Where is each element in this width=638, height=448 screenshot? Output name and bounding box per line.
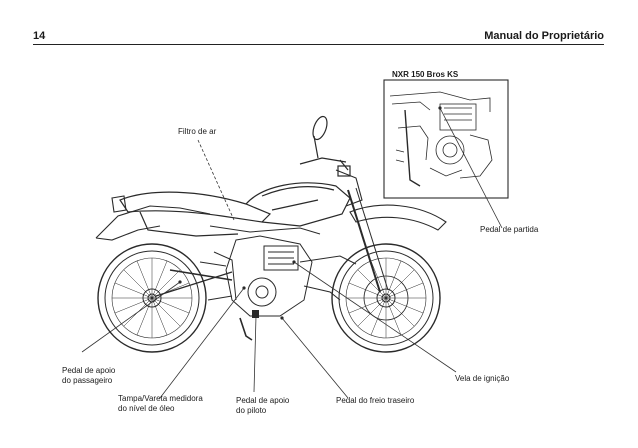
seat <box>119 191 272 237</box>
front-wheel <box>331 243 441 353</box>
rear-wheel <box>97 243 207 353</box>
leader-rear-brake <box>281 317 349 399</box>
leader-oil-dipstick <box>159 287 245 399</box>
inset-title: NXR 150 Bros KS <box>392 70 459 79</box>
front-fender <box>335 169 447 231</box>
fuel-tank <box>245 182 351 227</box>
engine-frame <box>155 225 357 341</box>
leader-spark-plug <box>293 261 457 373</box>
handlebar-fork <box>299 115 389 293</box>
inset-frame <box>383 79 509 199</box>
page-number: 14 <box>33 30 46 42</box>
leader-rider-footrest <box>253 315 257 393</box>
label-air-filter: Filtro de ar <box>178 127 217 136</box>
leader-kick-starter <box>439 107 503 229</box>
label-kick-starter: Pedal de partida <box>480 225 539 234</box>
label-spark-plug: Vela de ignição <box>455 374 510 383</box>
label-rear-brake-pedal: Pedal do freio traseiro <box>336 396 415 405</box>
rear-fender <box>95 195 211 241</box>
label-passenger-footrest: Pedal de apoio do passageiro <box>62 366 116 385</box>
leader-passenger-footrest <box>81 281 181 353</box>
label-rider-footrest: Pedal de apoio do piloto <box>236 396 290 415</box>
running-title: Manual do Proprietário <box>484 30 604 42</box>
label-oil-dipstick: Tampa/Vareta medidora do nível de óleo <box>118 394 203 413</box>
header-rule <box>33 44 604 45</box>
leader-lines <box>81 107 503 399</box>
leader-air-filter <box>197 139 235 221</box>
inset-engine-detail <box>389 91 493 187</box>
